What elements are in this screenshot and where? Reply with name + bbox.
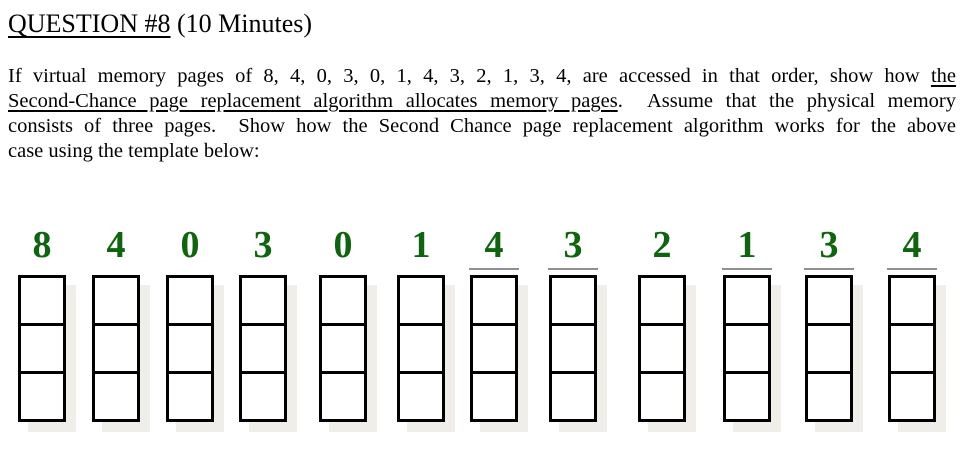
- line2-underlined-text: Second-Chance page replacement algorithm…: [8, 90, 618, 112]
- page-reference-number: 0: [333, 224, 353, 266]
- memory-frame-cell: [21, 374, 63, 419]
- memory-frame-cell: [322, 278, 364, 326]
- question-text: If virtual memory pages of 8, 4, 0, 3, 0…: [8, 64, 956, 164]
- page-reference-number: 1: [411, 224, 431, 266]
- memory-frame-cell: [552, 278, 594, 326]
- memory-frame-cell: [641, 374, 683, 419]
- memory-frame-cell: [473, 374, 515, 419]
- sequence-column-3: 0: [166, 226, 214, 422]
- memory-frame-stack: [397, 275, 445, 422]
- memory-frame-cell: [322, 374, 364, 419]
- sequence-column-8: 3: [548, 224, 598, 422]
- sequence-column-10: 1: [722, 224, 772, 422]
- page-reference-number: 2: [652, 224, 672, 266]
- memory-frame-stack: [92, 275, 140, 422]
- paragraph-line-1: If virtual memory pages of 8, 4, 0, 3, 0…: [8, 64, 956, 89]
- memory-frame-cell: [552, 374, 594, 419]
- sequence-column-5: 0: [319, 226, 367, 422]
- memory-frame-stack: [638, 275, 686, 422]
- memory-frame-cell: [808, 374, 850, 419]
- memory-frame-cell: [95, 374, 137, 419]
- sequence-column-12: 4: [887, 224, 937, 422]
- memory-frame-cell: [21, 278, 63, 326]
- memory-frame-cell: [400, 326, 442, 374]
- answer-line: [887, 268, 937, 270]
- memory-frame-stack: [239, 275, 287, 422]
- memory-frame-cell: [473, 278, 515, 326]
- memory-frame-cell: [641, 278, 683, 326]
- memory-frame-stack: [470, 275, 518, 422]
- line1-text: If virtual memory pages of 8, 4, 0, 3, 0…: [8, 65, 931, 87]
- page-reference-number: 4: [484, 224, 504, 266]
- memory-frame-stack: [723, 275, 771, 422]
- sequence-column-4: 3: [239, 226, 287, 422]
- memory-frame-stack: [805, 275, 853, 422]
- sequence-column-2: 4: [92, 226, 140, 422]
- memory-frame-cell: [169, 374, 211, 419]
- memory-frame-stack: [549, 275, 597, 422]
- sequence-column-11: 3: [804, 224, 854, 422]
- memory-frame-cell: [726, 278, 768, 326]
- memory-frame-cell: [400, 374, 442, 419]
- page-reference-number: 3: [819, 224, 839, 266]
- sequence-column-6: 1: [397, 226, 445, 422]
- sequence-column-9: 2: [638, 226, 686, 422]
- paragraph-line-3: consists of three pages. Show how the Se…: [8, 115, 956, 137]
- memory-frame-cell: [21, 326, 63, 374]
- line2-text: . Assume that the physical memory: [617, 90, 956, 112]
- memory-frame-cell: [726, 326, 768, 374]
- memory-frame-cell: [891, 374, 933, 419]
- memory-frame-cell: [400, 278, 442, 326]
- memory-frame-stack: [319, 275, 367, 422]
- answer-line: [804, 268, 854, 270]
- question-title-underlined: QUESTION #8: [8, 9, 171, 38]
- sequence-column-1: 8: [18, 226, 66, 422]
- memory-frame-cell: [169, 278, 211, 326]
- memory-frame-cell: [322, 326, 364, 374]
- memory-frame-cell: [473, 326, 515, 374]
- page-reference-number: 1: [737, 224, 757, 266]
- memory-frame-stack: [18, 275, 66, 422]
- memory-frame-cell: [891, 278, 933, 326]
- line1-underlined-text: the: [930, 65, 956, 87]
- memory-frame-stack: [166, 275, 214, 422]
- paragraph-line-2: Second-Chance page replacement algorithm…: [8, 89, 956, 114]
- sequence-column-7: 4: [469, 224, 519, 422]
- page-reference-number: 3: [253, 224, 273, 266]
- memory-frame-cell: [242, 374, 284, 419]
- memory-frame-cell: [641, 326, 683, 374]
- page-reference-template: 8 4 0: [0, 226, 966, 446]
- memory-frame-cell: [242, 278, 284, 326]
- memory-frame-cell: [808, 278, 850, 326]
- question-title: QUESTION #8 (10 Minutes): [8, 7, 312, 41]
- answer-line: [469, 268, 519, 270]
- page-reference-number: 3: [563, 224, 583, 266]
- memory-frame-stack: [888, 275, 936, 422]
- page-reference-number: 4: [902, 224, 922, 266]
- memory-frame-cell: [169, 326, 211, 374]
- memory-frame-cell: [552, 326, 594, 374]
- memory-frame-cell: [808, 326, 850, 374]
- page-reference-number: 4: [106, 224, 126, 266]
- question-title-rest: (10 Minutes): [170, 9, 313, 38]
- memory-frame-cell: [95, 278, 137, 326]
- memory-frame-cell: [891, 326, 933, 374]
- memory-frame-cell: [726, 374, 768, 419]
- page-reference-number: 0: [180, 224, 200, 266]
- memory-frame-cell: [242, 326, 284, 374]
- page-reference-number: 8: [32, 224, 52, 266]
- paragraph-line-4: case using the template below:: [8, 140, 260, 162]
- memory-frame-cell: [95, 326, 137, 374]
- answer-line: [722, 268, 772, 270]
- answer-line: [548, 268, 598, 270]
